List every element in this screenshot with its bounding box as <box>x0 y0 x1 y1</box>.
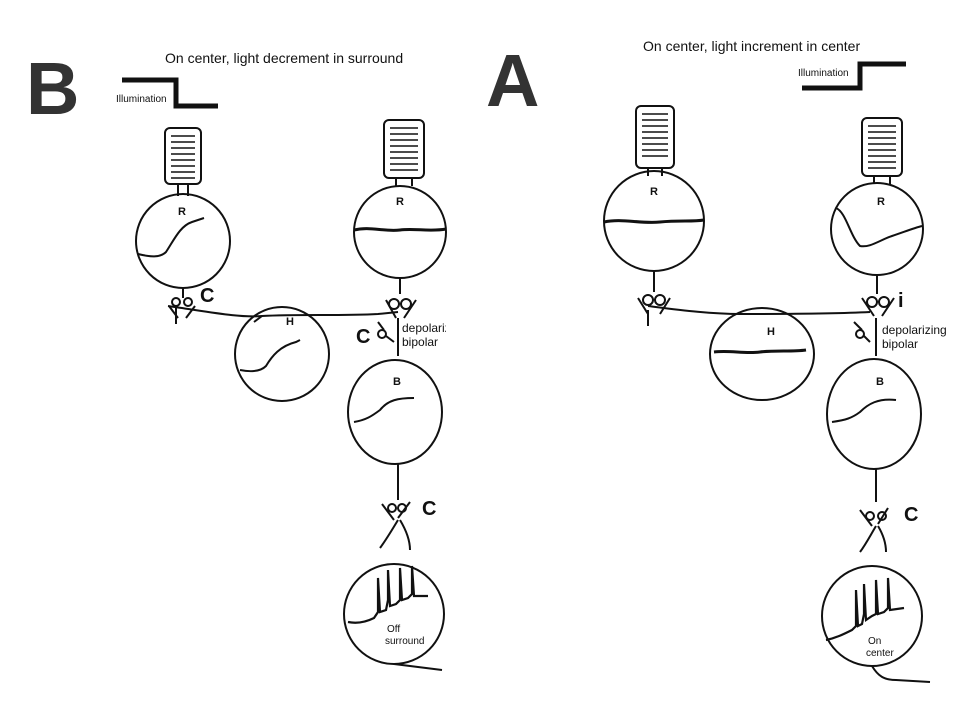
bipolar-text-a: bipolar <box>882 337 919 351</box>
horizontal-process-b <box>167 305 399 318</box>
outer-segment-b-left <box>164 127 202 185</box>
outer-segment-a-left <box>635 105 675 169</box>
synapse-label-b-1: C <box>200 285 215 307</box>
depolarizing-label-a: depolarizing <box>882 323 947 337</box>
disc-stack <box>390 127 418 171</box>
bipolar-label-a: B <box>876 376 884 388</box>
panel-letter-b: B <box>26 47 80 130</box>
trace-rod-a-left <box>603 218 705 224</box>
rod-label-b-left: R <box>178 206 186 218</box>
ganglion-text-b-2: surround <box>385 636 425 647</box>
trace-rod-b-right <box>353 227 447 232</box>
synapse-label-a-2: C <box>904 504 919 526</box>
depolarizing-label-b: depolariz <box>402 322 446 335</box>
ganglion-text-a-2: center <box>866 648 894 659</box>
rod-label-a-right: R <box>877 196 885 208</box>
ganglion-cell-b <box>343 563 445 665</box>
ganglion-text-a-1: On <box>868 636 882 647</box>
bipolar-cell-a <box>826 358 922 470</box>
bipolar-text-b: bipolar <box>402 335 439 349</box>
disc-stack <box>171 135 195 179</box>
ganglion-text-b-1: Off <box>387 624 401 635</box>
synapse-label-a-1: i <box>898 290 904 312</box>
bipolar-label-b: B <box>393 376 401 388</box>
trace-ganglion-a <box>825 577 905 642</box>
horizontal-cell-a <box>709 307 815 401</box>
disc-stack <box>642 113 668 157</box>
illumination-label-a: Illumination <box>798 68 849 79</box>
horizontal-label-b: H <box>286 316 294 328</box>
outer-segment-b-right <box>383 119 425 179</box>
trace-h-a <box>713 348 807 355</box>
outer-segment-a-right <box>861 117 903 177</box>
panel-letter-a: A <box>486 39 540 122</box>
illumination-step-a <box>802 61 906 91</box>
horizontal-process-a <box>647 305 871 316</box>
horizontal-cell-b <box>234 306 330 402</box>
illumination-step-b <box>122 77 218 109</box>
synapse-label-b-2: C <box>356 326 371 348</box>
trace-bipolar-a <box>831 398 897 423</box>
rod-label-a-left: R <box>650 186 658 198</box>
trace-ganglion-b <box>347 565 428 624</box>
trace-rod-a-right <box>835 207 923 248</box>
synapse-label-b-3: C <box>422 498 437 520</box>
bipolar-cell-b <box>347 359 443 465</box>
illumination-label-b: Illumination <box>116 94 167 105</box>
trace-rod-b-left <box>137 217 205 258</box>
disc-stack <box>868 125 896 169</box>
horizontal-label-a: H <box>767 326 775 338</box>
trace-h-b <box>239 339 301 373</box>
trace-bipolar-b <box>353 397 415 423</box>
panel-title-a: On center, light increment in center <box>643 38 861 54</box>
rod-label-b-right: R <box>396 196 404 208</box>
panel-title-b: On center, light decrement in surround <box>165 50 404 66</box>
